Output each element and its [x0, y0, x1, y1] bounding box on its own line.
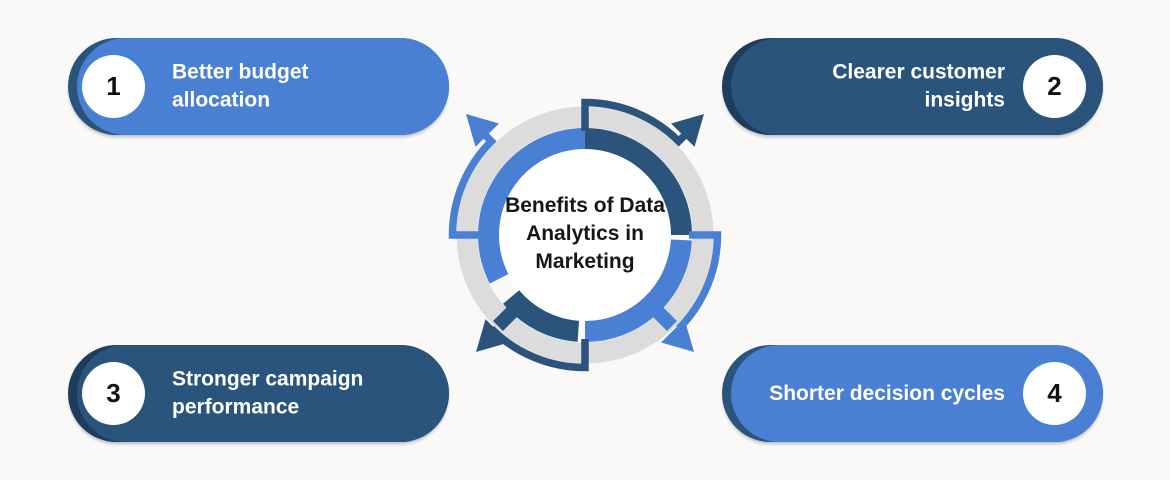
- hook-light-left: [448, 127, 497, 239]
- benefit-4-label: Shorter decision cycles: [769, 381, 1005, 405]
- benefit-4-number: 4: [1047, 378, 1062, 408]
- hook-dark-top: [581, 98, 693, 147]
- diagram-title-line-1: Benefits of Data: [505, 194, 665, 217]
- arrow-sw-shaft: [493, 298, 526, 331]
- arrow-sw-icon: [476, 319, 509, 352]
- benefit-pill-1: 1 Better budget allocation: [68, 38, 449, 135]
- diagram-title-line-2: Analytics in: [526, 221, 644, 245]
- benefit-1-number-badge: 1: [82, 55, 145, 118]
- hook-light-right: [676, 231, 722, 332]
- diagram-title-line-3: Marketing: [535, 249, 635, 273]
- diagram-title: Benefits of Data Analytics in Marketing: [495, 192, 675, 276]
- benefit-1-label: Better budget allocation: [172, 60, 309, 112]
- center-diagram: [448, 98, 722, 372]
- benefit-pill-2: 2 Clearer customer insights: [722, 38, 1103, 135]
- band-dark-top-right: [584, 128, 692, 236]
- benefit-3-number-badge: 3: [82, 362, 145, 425]
- arrow-nw-icon: [466, 114, 499, 147]
- band-light-top-left: [478, 128, 586, 284]
- benefit-2-number: 2: [1047, 71, 1062, 101]
- center-disc: [497, 147, 673, 323]
- benefit-pill-3: 3 Stronger campaign performance: [68, 345, 449, 442]
- arrow-se-icon: [661, 319, 694, 352]
- benefit-1-number: 1: [106, 71, 121, 101]
- benefit-4-number-badge: 4: [1023, 362, 1086, 425]
- benefit-pill-4: 4 Shorter decision cycles: [722, 345, 1103, 442]
- benefit-3-number: 3: [106, 378, 121, 408]
- benefit-2-label: Clearer customer insights: [832, 60, 1005, 112]
- arrow-ne-icon: [671, 114, 704, 147]
- benefit-3-label: Stronger campaign performance: [172, 367, 364, 419]
- arrow-se-shaft: [644, 298, 677, 331]
- benefit-2-number-badge: 2: [1023, 55, 1086, 118]
